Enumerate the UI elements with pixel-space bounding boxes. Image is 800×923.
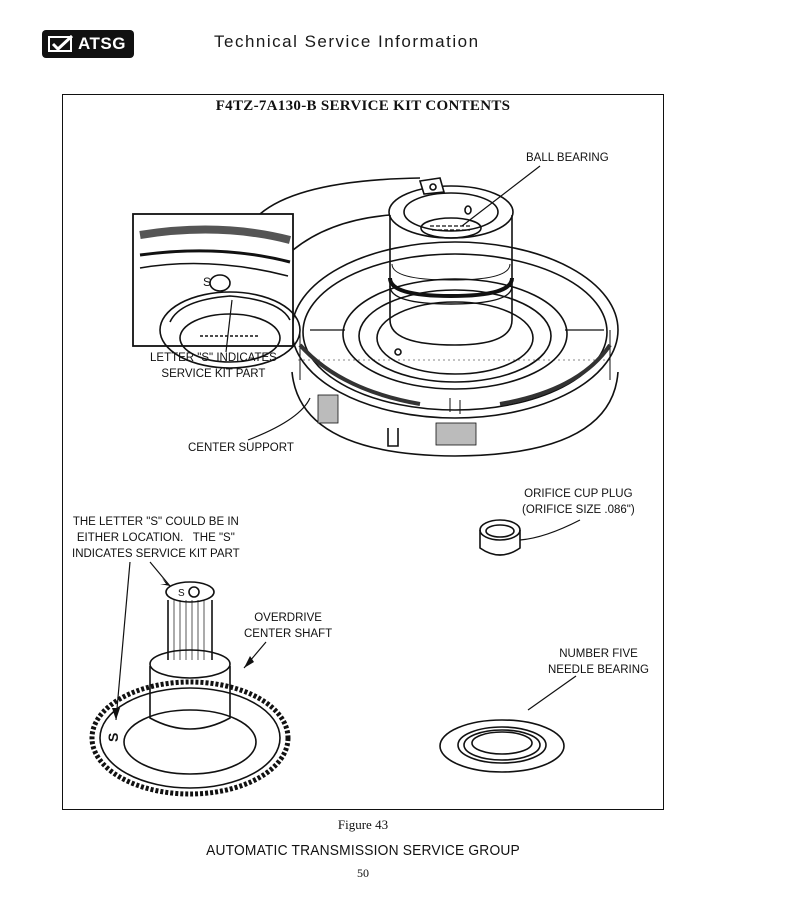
figure-caption: Figure 43	[337, 817, 389, 832]
orifice-cup-plug-drawing	[479, 519, 521, 556]
figure-title: F4TZ-7A130-B SERVICE KIT CONTENTS	[215, 98, 511, 114]
center-support-drawing	[291, 241, 619, 457]
label-letter-s-indicates: LETTER "S" INDICATES SERVICE KIT PART	[150, 352, 277, 380]
label-overdrive-center-shaft: OVERDRIVE CENTER SHAFT	[244, 612, 333, 640]
atsg-logo: ATSG	[42, 30, 134, 58]
figure-frame	[62, 94, 664, 810]
label-orifice-cup-plug: ORIFICE CUP PLUG (ORIFICE SIZE .086")	[522, 488, 635, 516]
stamp-letter-shaft: S	[178, 588, 185, 599]
stamp-letter-magnified: S	[203, 275, 211, 289]
page-number: 50	[357, 866, 369, 880]
label-letter-s-either-location: THE LETTER "S" COULD BE IN EITHER LOCATI…	[72, 516, 240, 560]
stamp-letter-flange: S	[105, 733, 121, 742]
label-ball-bearing: BALL BEARING	[526, 152, 609, 164]
header-title: Technical Service Information	[214, 32, 480, 51]
overdrive-center-shaft-drawing	[89, 581, 291, 797]
checkmark-icon	[48, 35, 74, 52]
label-center-support: CENTER SUPPORT	[188, 442, 294, 454]
arrowheads	[112, 578, 254, 720]
label-number-five-needle-bearing: NUMBER FIVE NEEDLE BEARING	[548, 648, 649, 676]
magnified-view-drawing	[132, 177, 421, 369]
ball-bearing-hub-drawing	[388, 177, 514, 356]
footer-title: AUTOMATIC TRANSMISSION SERVICE GROUP	[206, 842, 520, 859]
logo-text: ATSG	[78, 34, 126, 53]
needle-bearing-drawing	[439, 719, 565, 773]
